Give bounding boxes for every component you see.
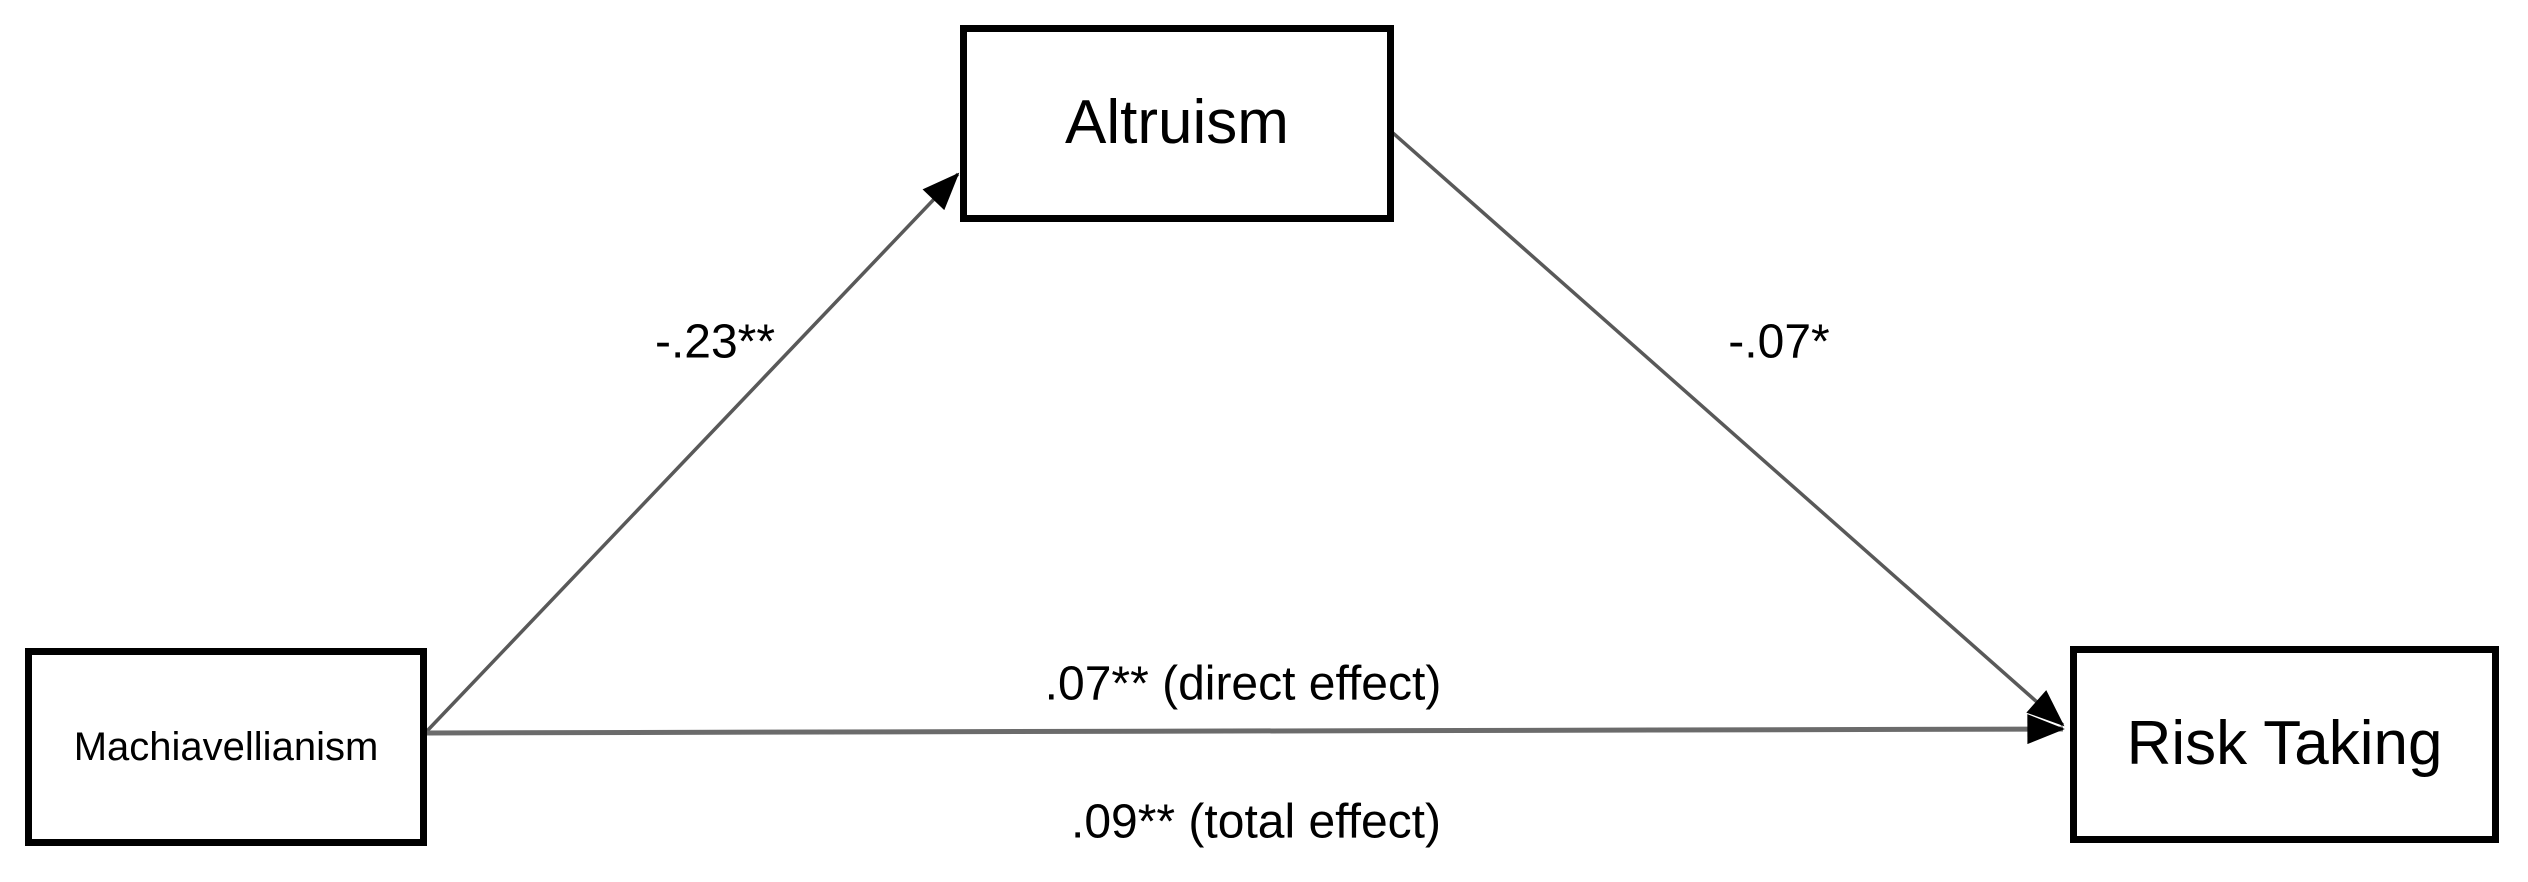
- path-b-arrow: [1391, 131, 2065, 727]
- node-risk-taking-label: Risk Taking: [2126, 709, 2443, 779]
- node-altruism: Altruism: [960, 25, 1394, 222]
- node-machiavellianism: Machiavellianism: [25, 648, 427, 846]
- path-c-direct-effect-coefficient: .07** (direct effect): [1044, 657, 1442, 711]
- node-risk-taking: Risk Taking: [2070, 646, 2499, 843]
- node-machiavellianism-label: Machiavellianism: [73, 725, 379, 769]
- path-b-coefficient: -.07*: [1728, 315, 1830, 369]
- path-a-coefficient: -.23**: [654, 315, 776, 369]
- path-c-total-effect-coefficient: .09** (total effect): [1071, 795, 1441, 849]
- path-c-arrow: [426, 714, 2065, 745]
- path-a-arrow: [425, 172, 960, 733]
- node-altruism-label: Altruism: [1065, 88, 1289, 158]
